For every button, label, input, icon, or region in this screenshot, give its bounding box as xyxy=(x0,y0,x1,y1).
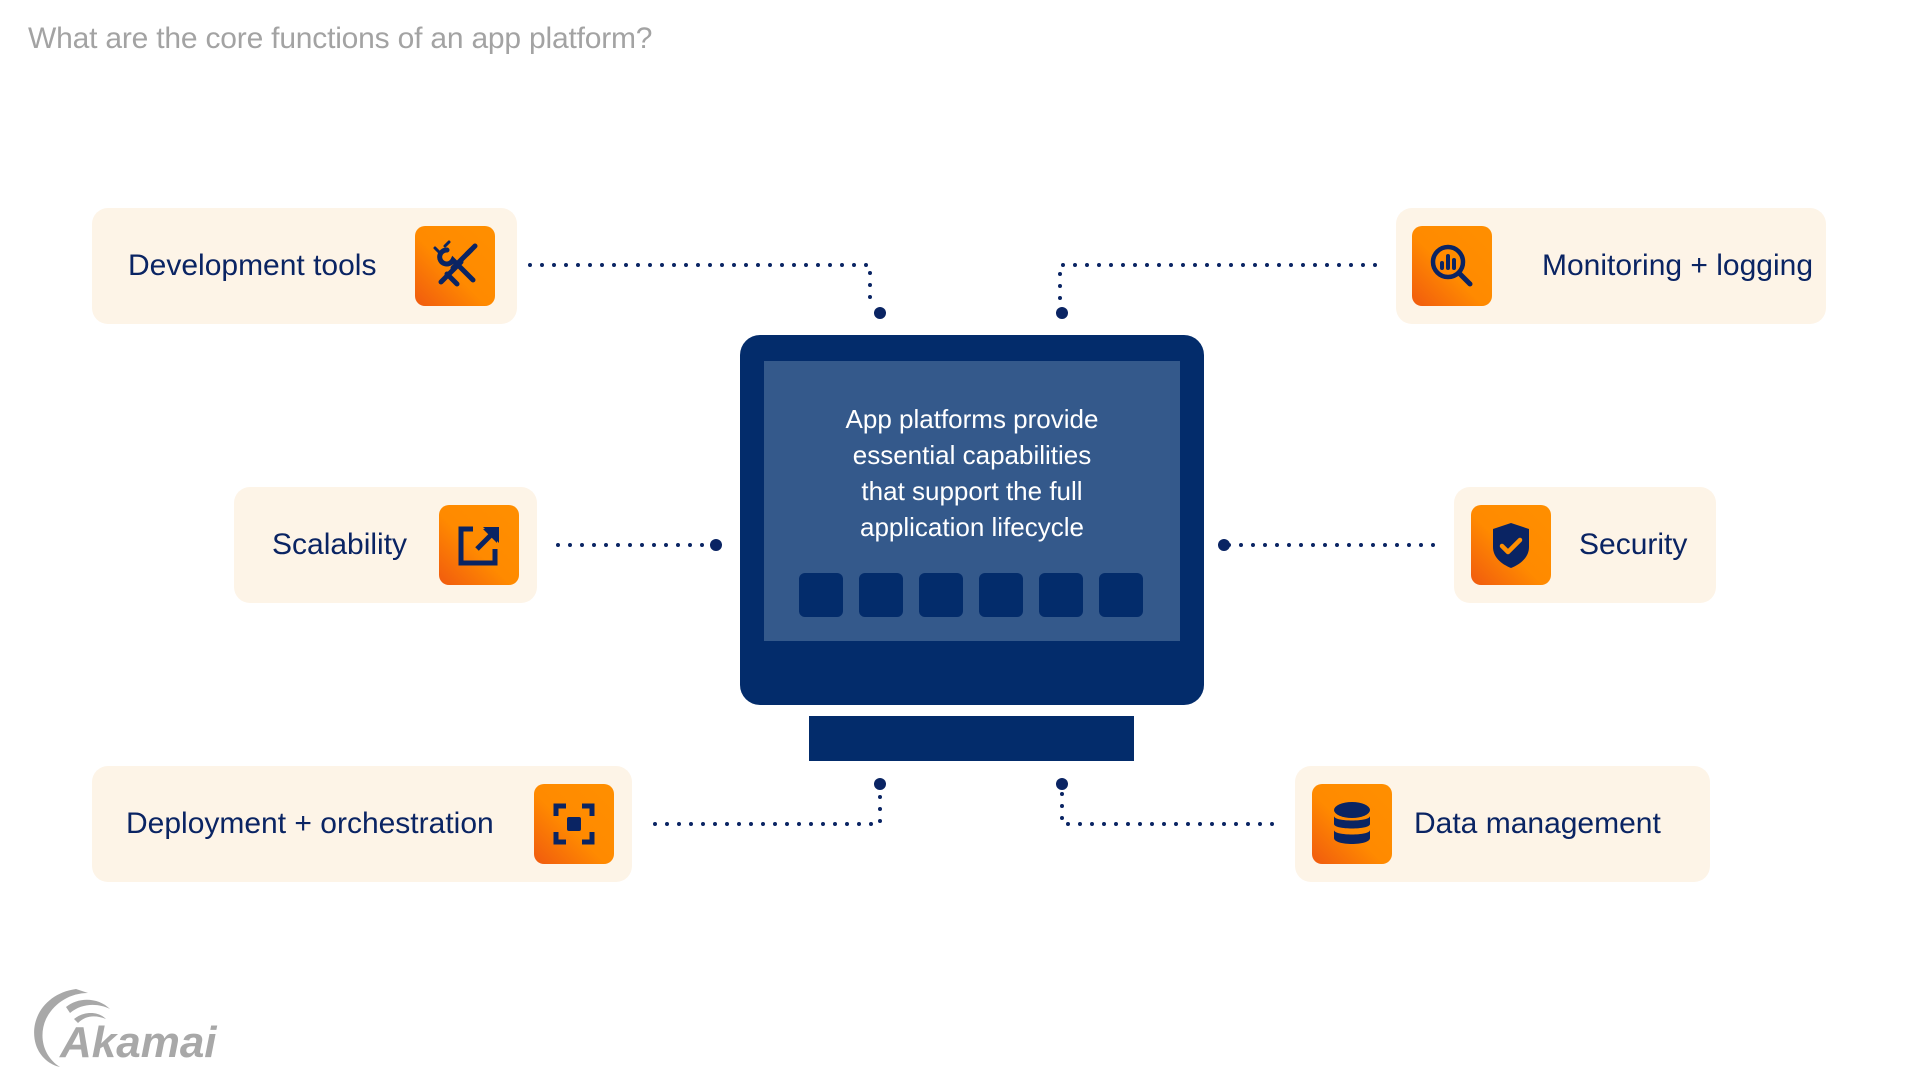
card-label: Scalability xyxy=(272,528,408,561)
card-security: Security xyxy=(1454,487,1716,603)
connector-dot xyxy=(874,778,886,790)
database-icon xyxy=(1312,784,1392,864)
platform-monitor: App platforms provide essential capabili… xyxy=(740,335,1204,705)
akamai-logo: Akamai xyxy=(26,985,226,1067)
center-line: App platforms provide xyxy=(845,404,1099,434)
connector-dot xyxy=(1056,778,1068,790)
card-scalability: Scalability xyxy=(234,487,537,603)
app-tile xyxy=(1039,573,1083,617)
page-title: What are the core functions of an app pl… xyxy=(28,22,653,55)
connector-dot xyxy=(1056,307,1068,319)
card-data-management: Data management xyxy=(1295,766,1710,882)
center-description: App platforms provide essential capabili… xyxy=(764,401,1180,545)
card-label: Data management xyxy=(1414,807,1661,840)
monitor-stand xyxy=(809,716,1134,761)
connector-dot xyxy=(1218,539,1230,551)
app-tile xyxy=(799,573,843,617)
connector-deployment xyxy=(653,788,882,826)
card-development-tools: Development tools xyxy=(92,208,517,324)
shield-check-icon xyxy=(1471,505,1551,585)
connector-data-management xyxy=(1060,788,1274,826)
card-deployment-orchestration: Deployment + orchestration xyxy=(92,766,632,882)
card-label: Security xyxy=(1579,528,1688,561)
monitor-screen: App platforms provide essential capabili… xyxy=(764,361,1180,641)
center-line: application lifecycle xyxy=(859,512,1084,542)
logo-text: Akamai xyxy=(59,1018,217,1067)
card-label: Development tools xyxy=(128,249,377,282)
card-label: Monitoring + logging xyxy=(1542,249,1814,282)
app-tile xyxy=(859,573,903,617)
center-line: essential capabilities xyxy=(852,440,1092,470)
connector-monitoring xyxy=(1058,263,1377,302)
tools-icon xyxy=(415,226,495,306)
center-line: that support the full xyxy=(861,476,1083,506)
app-tile xyxy=(919,573,963,617)
connector-dot xyxy=(874,307,886,319)
focus-frame-icon xyxy=(534,784,614,864)
monitoring-icon xyxy=(1412,226,1492,306)
card-label: Deployment + orchestration xyxy=(126,807,494,840)
scale-out-icon xyxy=(439,505,519,585)
app-tiles xyxy=(799,573,1143,617)
connector-dot xyxy=(710,539,722,551)
card-monitoring-logging: Monitoring + logging xyxy=(1396,208,1826,324)
app-tile xyxy=(1099,573,1143,617)
connector-development-tools xyxy=(528,263,872,302)
app-tile xyxy=(979,573,1023,617)
